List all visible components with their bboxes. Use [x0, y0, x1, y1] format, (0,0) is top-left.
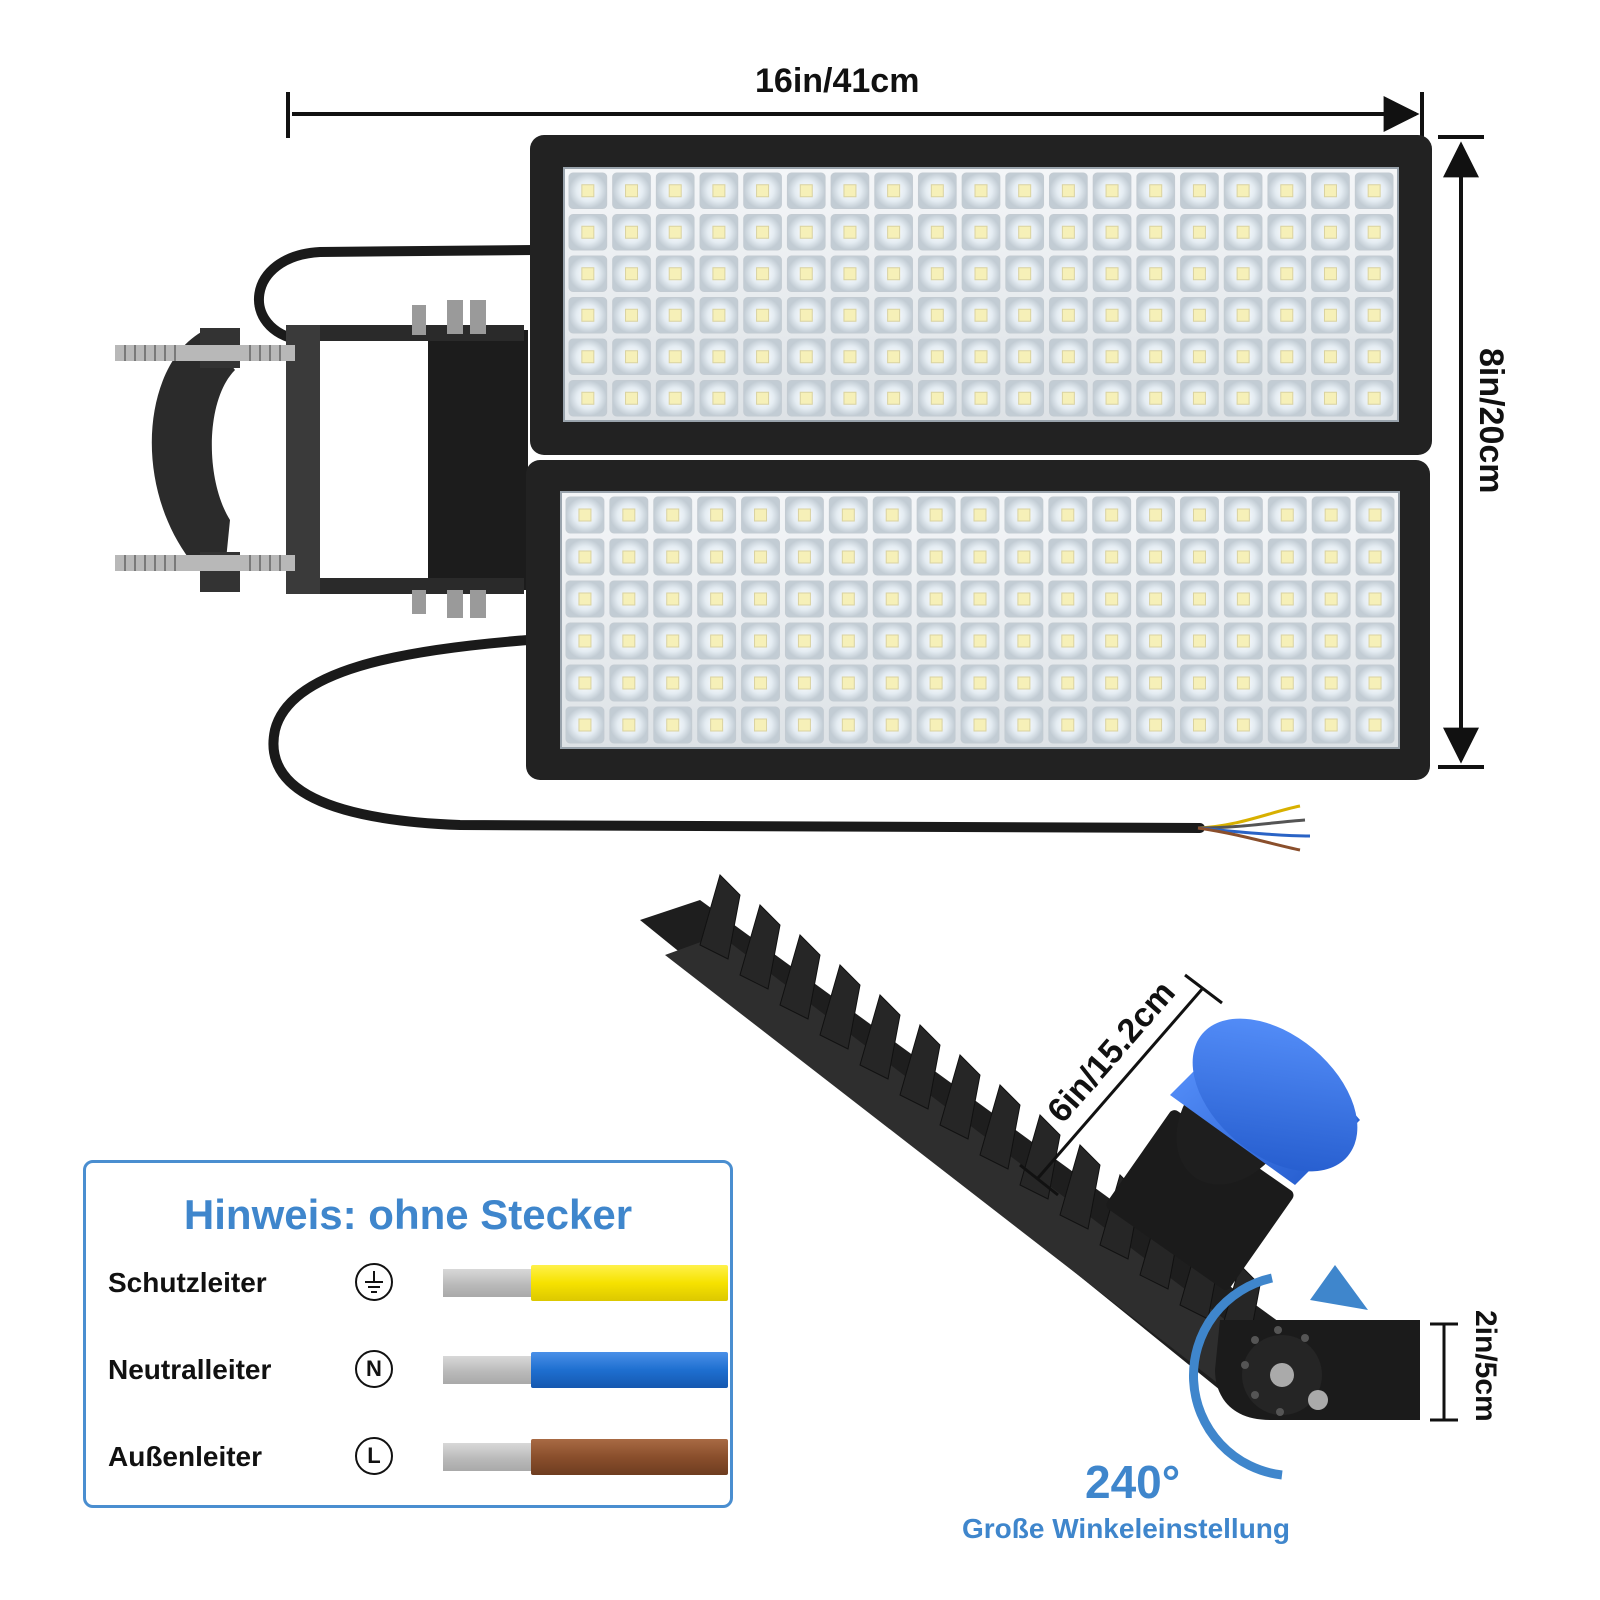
lower-cable	[268, 635, 1205, 833]
neutral-icon: N	[355, 1350, 393, 1388]
side-view-fixture	[640, 874, 1420, 1420]
ground-icon	[355, 1263, 393, 1301]
width-label: 16in/41cm	[755, 62, 920, 100]
wire-ends	[1197, 804, 1311, 852]
wire-ground	[443, 1265, 728, 1301]
wiring-notice-box: Hinweis: ohne Stecker Schutzleiter Neutr…	[83, 1160, 733, 1508]
bracket-dimension-line	[1430, 1322, 1458, 1422]
live-icon: L	[355, 1437, 393, 1475]
notice-title: Hinweis: ohne Stecker	[183, 1191, 633, 1238]
led-panel-bottom	[526, 460, 1430, 780]
rotation-angle-label: 240°	[1085, 1456, 1181, 1508]
bracket-length-label: 2in/5cm	[1469, 1310, 1502, 1422]
wire-row-live: Außenleiter L	[108, 1435, 728, 1485]
led-panel-top	[530, 135, 1432, 455]
upper-cable	[253, 245, 539, 345]
sensor-dimension-line	[1019, 973, 1223, 1197]
wire-row-ground: Schutzleiter	[108, 1261, 728, 1311]
height-dimension-line	[1438, 135, 1484, 769]
height-label: 8in/20cm	[1472, 348, 1510, 494]
wire-live	[443, 1439, 728, 1475]
wire-neutral	[443, 1352, 728, 1388]
rotation-caption: Große Winkeleinstellung	[962, 1513, 1291, 1544]
width-dimension-line	[286, 92, 1424, 138]
wire-label: Schutzleiter	[108, 1267, 267, 1298]
wire-label: Außenleiter	[108, 1441, 263, 1472]
wire-label: Neutralleiter	[108, 1354, 272, 1385]
mounting-bracket	[115, 300, 528, 618]
rotation-arrow-icon	[1189, 1265, 1368, 1480]
wire-row-neutral: Neutralleiter N	[108, 1348, 728, 1398]
